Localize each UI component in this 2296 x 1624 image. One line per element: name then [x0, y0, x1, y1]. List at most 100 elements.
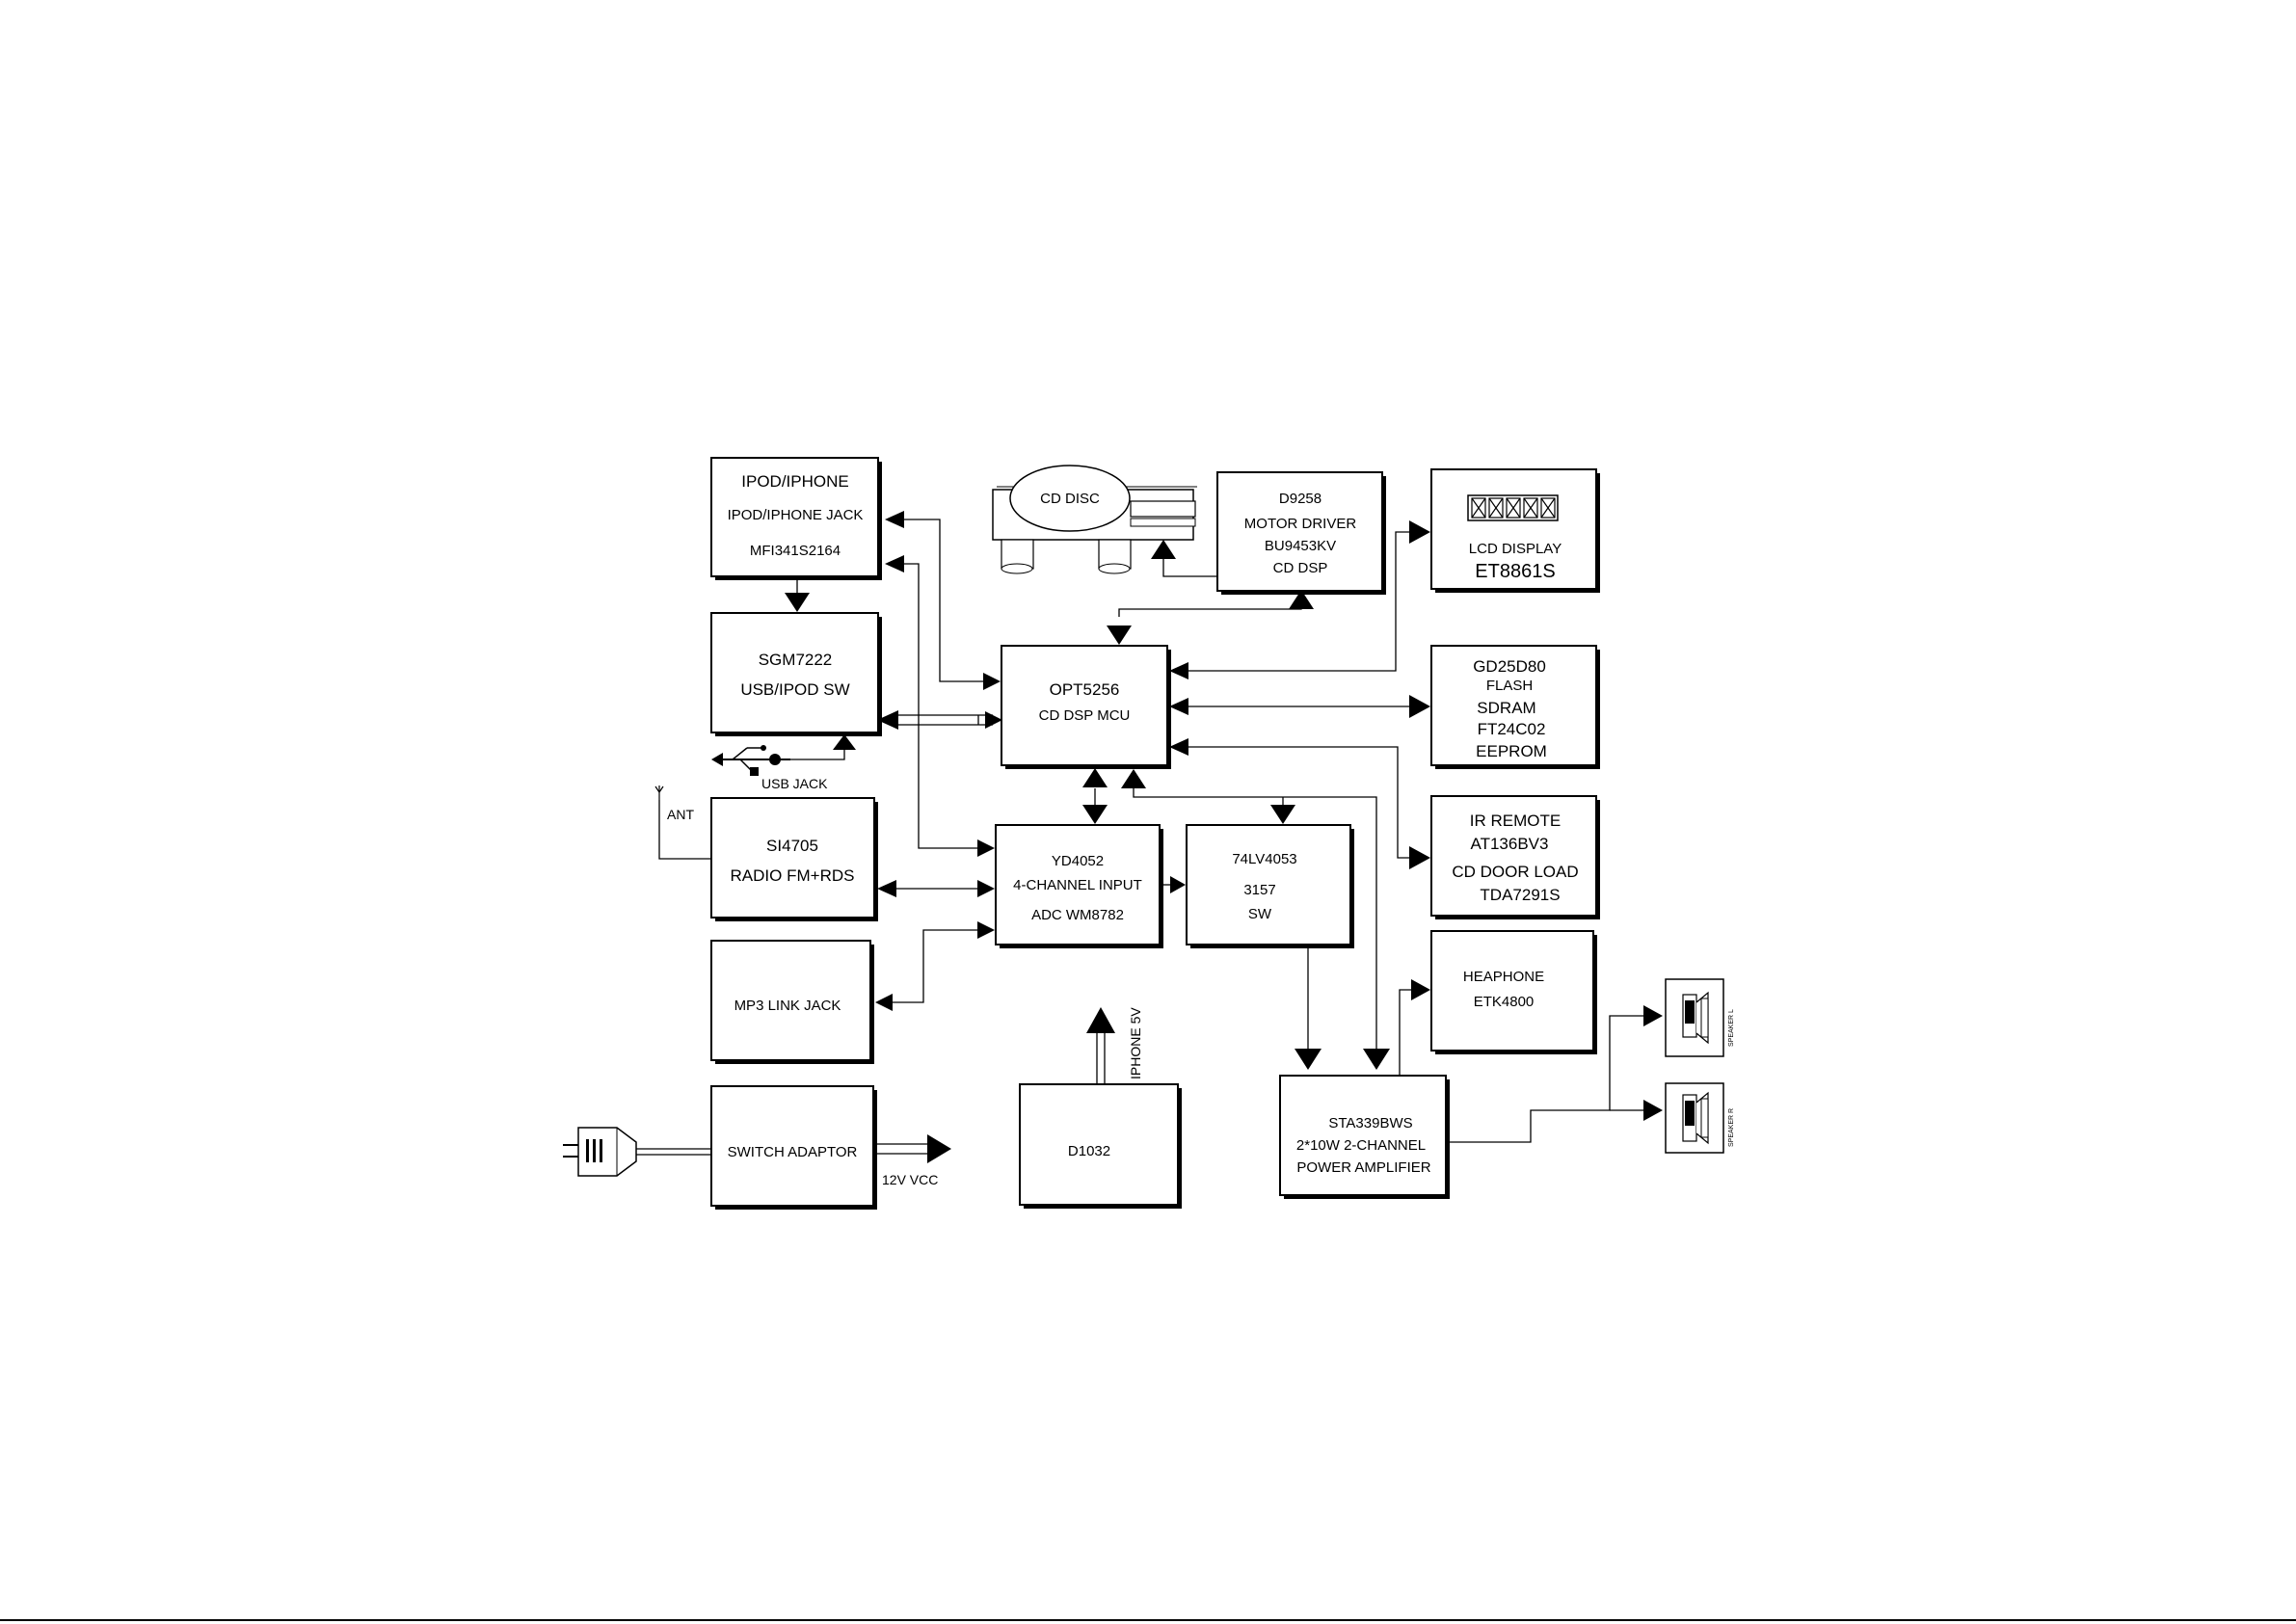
yd4052-chip-label: YD4052	[1052, 853, 1104, 869]
arrow-to-yd-from-opt	[1082, 805, 1108, 824]
ant-label: ANT	[667, 807, 694, 822]
block-opt5256: OPT5256 CD DSP MCU	[1001, 645, 1171, 769]
switch-adaptor-label: SWITCH ADAPTOR	[728, 1144, 858, 1160]
flash-chip-label: GD25D80	[1473, 657, 1546, 676]
lcd-function-label: LCD DISPLAY	[1469, 541, 1562, 557]
arrowheads	[785, 511, 1663, 1163]
vcc-label: 12V VCC	[882, 1172, 938, 1187]
arrow-to-d9258	[1289, 590, 1314, 609]
eeprom-label: EEPROM	[1476, 742, 1547, 760]
block-d9258: D9258 MOTOR DRIVER BU9453KV CD DSP	[1216, 471, 1386, 595]
arrow-to-opt-from-lv	[1121, 769, 1146, 788]
usb-icon	[711, 745, 790, 776]
yd4052-adc-label: ADC WM8782	[1031, 907, 1124, 923]
arrow-to-opt-from-lcd	[1169, 662, 1188, 679]
arrow-to-speaker-r	[1643, 1100, 1663, 1121]
arrow-to-ipod-lower	[885, 555, 904, 572]
si4705-function-label: RADIO FM+RDS	[731, 866, 855, 885]
block-yd4052: YD4052 4-CHANNEL INPUT ADC WM8782	[995, 824, 1163, 948]
iphone-5v-label: IPHONE 5V	[1128, 1007, 1143, 1079]
d9258-dsp-label: CD DSP	[1273, 560, 1328, 576]
eeprom-chip-label: FT24C02	[1478, 720, 1546, 738]
speaker-l-label: SPEAKER L	[1728, 1009, 1735, 1047]
sta339-function-label: POWER AMPLIFIER	[1296, 1159, 1430, 1176]
arrow-to-opt-from-d9258	[1107, 626, 1132, 645]
heaphone-label: HEAPHONE	[1463, 969, 1544, 985]
block-switch-adaptor: SWITCH ADAPTOR	[710, 1085, 877, 1210]
arrow-yd-to-lv	[1170, 876, 1186, 893]
arrow-to-lcd	[1409, 520, 1430, 544]
yd4052-function-label: 4-CHANNEL INPUT	[1013, 877, 1142, 893]
arrow-to-mp3	[875, 994, 893, 1011]
block-flash: GD25D80 FLASH SDRAM FT24C02 EEPROM	[1430, 645, 1600, 769]
arrow-iphone-5v	[1086, 1007, 1115, 1033]
block-d1032: D1032	[1019, 1083, 1182, 1209]
opt5256-function-label: CD DSP MCU	[1039, 707, 1131, 724]
block-mp3-link: MP3 LINK JACK	[710, 940, 874, 1064]
cd-door-chip-label: TDA7291S	[1480, 886, 1560, 904]
flash-type-label: FLASH	[1486, 678, 1533, 694]
d1032-label: D1032	[1068, 1143, 1110, 1159]
d9258-part-label: BU9453KV	[1265, 538, 1336, 554]
antenna-icon	[654, 785, 664, 800]
block-sgm7222: SGM7222 USB/IPOD SW	[710, 612, 882, 736]
arrow-to-cd-mechanism	[1151, 540, 1176, 559]
arrow-to-opt-from-ir	[1169, 738, 1188, 756]
sgm-function-label: USB/IPOD SW	[740, 680, 849, 699]
ipod-title: IPOD/IPHONE	[741, 472, 848, 491]
sta339-chip-label: STA339BWS	[1328, 1115, 1412, 1131]
lcd-segment-icon	[1467, 494, 1559, 521]
power-plug-icon	[563, 1127, 637, 1177]
ipod-chip-label: MFI341S2164	[750, 543, 841, 559]
lv4053-alt-label: 3157	[1243, 882, 1275, 898]
cd-disc-label: CD DISC	[1040, 491, 1100, 507]
arrow-to-flash	[1409, 695, 1430, 718]
connection-lines	[636, 519, 1643, 1156]
heaphone-chip-label: ETK4800	[1474, 994, 1535, 1010]
arrow-usb-to-sgm	[833, 734, 856, 750]
lv4053-sw-label: SW	[1248, 906, 1272, 922]
arrow-to-yd-from-ipod	[977, 839, 995, 857]
page-bottom-rule	[0, 1619, 2296, 1621]
sdram-label: SDRAM	[1477, 699, 1535, 717]
sta339-power-label: 2*10W 2-CHANNEL	[1296, 1137, 1426, 1154]
si4705-chip-label: SI4705	[766, 837, 818, 855]
d9258-chip-label: D9258	[1279, 491, 1322, 507]
opt5256-chip-label: OPT5256	[1050, 680, 1120, 699]
arrow-to-speaker-l	[1643, 1005, 1663, 1026]
arrow-to-ir	[1409, 846, 1430, 869]
block-ir-remote: IR REMOTE AT136BV3 CD DOOR LOAD TDA7291S	[1430, 795, 1600, 919]
lv4053-chip-label: 74LV4053	[1232, 851, 1296, 867]
arrow-lv-to-sta	[1295, 1049, 1322, 1070]
usb-jack-label: USB JACK	[761, 776, 828, 791]
speaker-r-label: SPEAKER R	[1728, 1108, 1735, 1147]
block-ipod: IPOD/IPHONE IPOD/IPHONE JACK MFI341S2164	[710, 457, 882, 580]
ipod-jack-label: IPOD/IPHONE JACK	[728, 507, 864, 523]
d9258-function-label: MOTOR DRIVER	[1244, 516, 1357, 532]
arrow-to-heaphone	[1411, 979, 1430, 1000]
arrow-to-ipod	[885, 511, 904, 528]
ir-remote-label: IR REMOTE	[1470, 812, 1561, 830]
speaker-l-icon	[1665, 978, 1724, 1057]
arrow-to-opt-from-flash	[1169, 698, 1188, 715]
block-lcd-display: LCD DISPLAY ET8861S	[1430, 468, 1600, 593]
arrow-to-lv	[1270, 805, 1295, 824]
sgm-chip-label: SGM7222	[759, 651, 833, 669]
block-74lv4053: 74LV4053 3157 SW	[1186, 824, 1354, 948]
cd-door-load-label: CD DOOR LOAD	[1452, 863, 1578, 881]
arrow-to-opt-from-ipod	[983, 673, 1001, 690]
cd-mechanism-icon: CD DISC	[992, 465, 1197, 574]
lcd-chip-label: ET8861S	[1475, 561, 1555, 582]
arrow-to-sgm	[877, 710, 898, 730]
arrow-opt-to-sta	[1363, 1049, 1390, 1070]
arrow-ipod-to-sgm	[785, 593, 810, 612]
arrow-12v-vcc	[927, 1134, 951, 1163]
speaker-r-icon	[1665, 1082, 1724, 1154]
mp3-link-label: MP3 LINK JACK	[734, 998, 841, 1014]
block-si4705: SI4705 RADIO FM+RDS	[710, 797, 878, 921]
arrow-to-yd-from-mp3	[977, 921, 995, 939]
ir-chip-label: AT136BV3	[1471, 835, 1549, 853]
arrow-to-opt-from-sgm	[985, 711, 1002, 729]
arrow-to-opt-from-yd	[1082, 768, 1108, 787]
